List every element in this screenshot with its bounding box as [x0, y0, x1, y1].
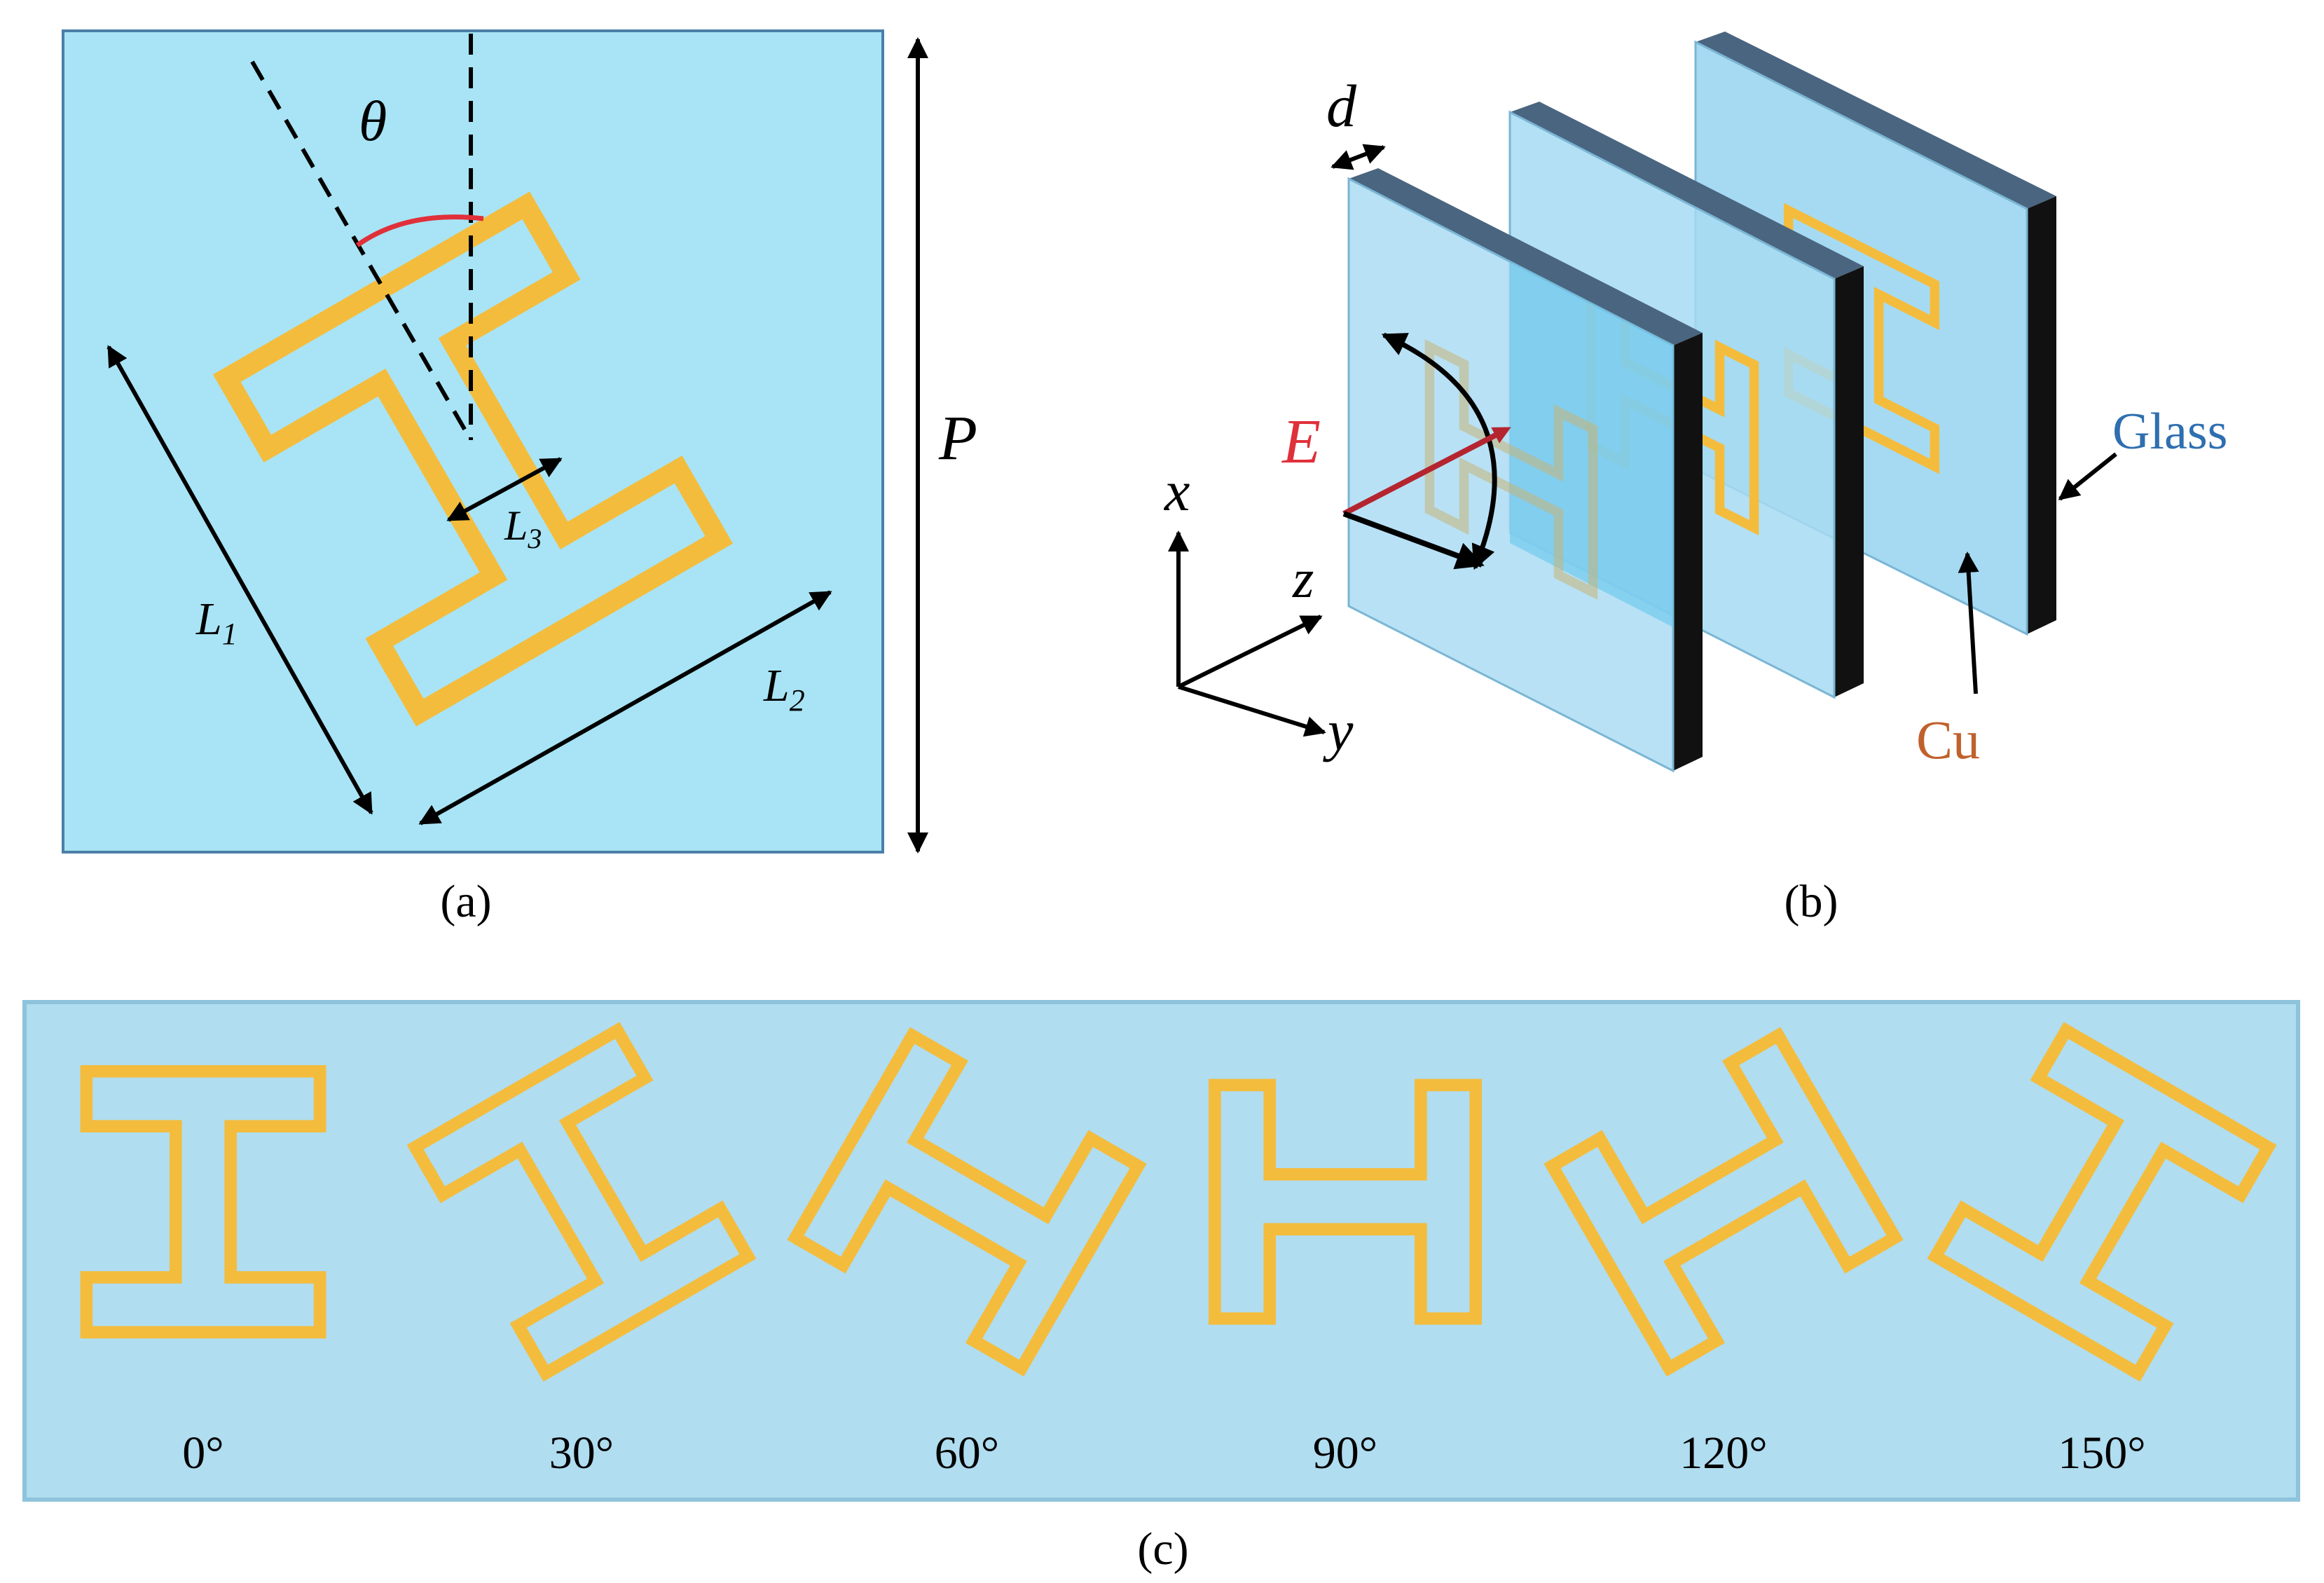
- e-field-label: E: [1281, 407, 1321, 477]
- caption-c: (c): [1137, 1523, 1188, 1575]
- cu-label: Cu: [1916, 709, 1980, 770]
- rotation-arc: [1381, 332, 1497, 570]
- l3-label: L3: [504, 502, 542, 554]
- caption-b: (b): [1785, 876, 1838, 927]
- l1-arrow: [106, 345, 373, 815]
- polarization-arrow: [1342, 511, 1485, 570]
- rotation-strip-substrate: [22, 1000, 2300, 1502]
- period-label: P: [938, 404, 977, 473]
- panel-b: d E x z y Glass Cu (b): [1164, 32, 2227, 927]
- thickness-arrow: [1331, 144, 1386, 170]
- panel-a: θ L1 L2 L3 P (a): [62, 29, 977, 927]
- axis-x-label: x: [1164, 459, 1190, 523]
- rotation-label-60: 60°: [935, 1427, 999, 1479]
- cu-pointer: [1958, 551, 1979, 694]
- rotation-label-0: 0°: [182, 1427, 224, 1479]
- l3-arrow: [446, 457, 563, 522]
- thickness-label: d: [1326, 72, 1357, 139]
- axis-z-label: z: [1292, 548, 1314, 609]
- coordinate-axes: [1168, 530, 1326, 737]
- dashed-rotated-axis: [250, 60, 473, 441]
- panel-c: 0° 30° 60° 90° 120° 150° (c): [22, 1000, 2300, 1575]
- glass-label: Glass: [2112, 403, 2227, 460]
- rotation-label-30: 30°: [549, 1427, 614, 1479]
- e-field-arrow: [1342, 427, 1511, 516]
- theta-arc: [355, 214, 484, 247]
- theta-label: θ: [359, 89, 387, 153]
- rotation-label-120: 120°: [1679, 1427, 1767, 1479]
- glass-pointer: [2058, 452, 2117, 501]
- rotation-label-90: 90°: [1313, 1427, 1377, 1479]
- rotation-label-150: 150°: [2058, 1427, 2145, 1479]
- l2-label: L2: [763, 660, 805, 718]
- glass-plate-front: [1347, 168, 1703, 773]
- axis-y-label: y: [1323, 699, 1354, 762]
- l1-label: L1: [195, 594, 238, 651]
- caption-a: (a): [440, 876, 491, 927]
- l2-arrow: [418, 590, 832, 825]
